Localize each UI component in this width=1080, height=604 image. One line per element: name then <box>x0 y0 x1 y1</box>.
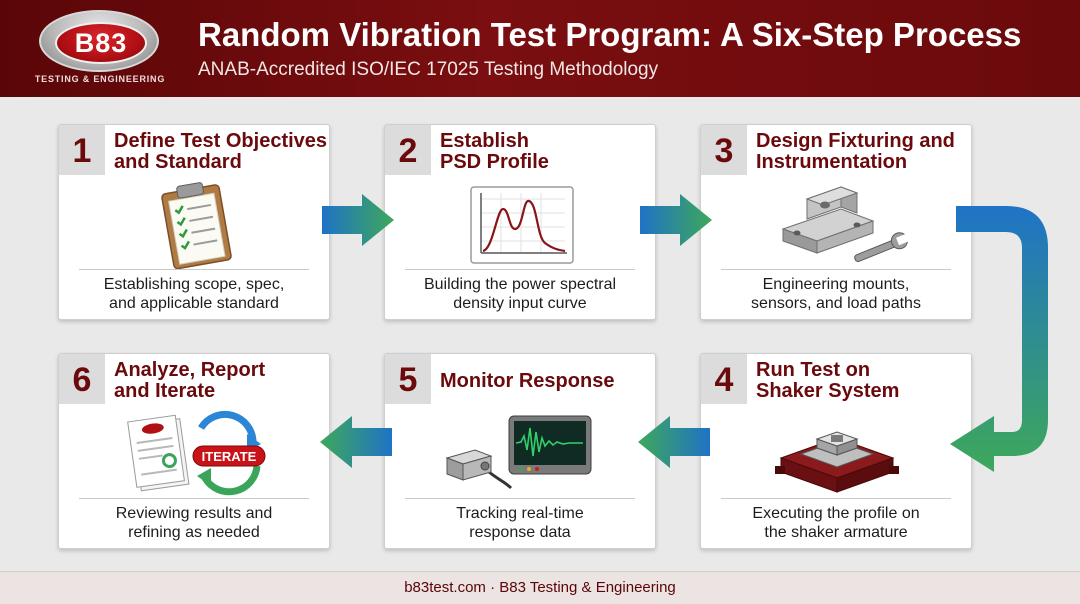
arrow-left-icon <box>320 416 392 468</box>
step-number: 1 <box>59 125 105 175</box>
logo-inner-oval: B83 <box>55 22 147 64</box>
psd-graph-icon <box>445 179 597 269</box>
step-number: 5 <box>385 354 431 404</box>
card-divider <box>79 498 309 499</box>
step-number: 6 <box>59 354 105 404</box>
step-number: 2 <box>385 125 431 175</box>
arrow-curved-down-icon <box>950 206 1048 472</box>
card-divider <box>79 269 309 270</box>
arrow-left-icon <box>638 416 710 468</box>
page-title: Random Vibration Test Program: A Six-Ste… <box>198 16 1022 53</box>
arrow-right-icon <box>322 194 394 246</box>
logo-badge: B83 <box>39 10 159 72</box>
logo-text: B83 <box>74 28 128 58</box>
clipboard-checklist-icon <box>119 179 271 270</box>
step-description: Engineering mounts,sensors, and load pat… <box>751 276 921 312</box>
accelerometer-monitor-icon <box>445 408 597 498</box>
step-title: Monitor Response <box>440 370 615 392</box>
step-number: 3 <box>701 125 747 175</box>
iterate-badge: ITERATE <box>201 449 257 464</box>
b83-logo: B83 TESTING & ENGINEERING <box>30 8 170 92</box>
fixture-wrench-icon <box>761 179 913 269</box>
report-iterate-icon: ITERATE <box>119 408 271 498</box>
header-banner: B83 TESTING & ENGINEERING Random Vibrati… <box>0 0 1080 97</box>
card-divider <box>405 269 635 270</box>
step-number: 4 <box>701 354 747 404</box>
card-divider <box>405 498 635 499</box>
step-description: Establishing scope, spec,and applicable … <box>103 276 285 312</box>
shaker-table-icon <box>761 408 913 498</box>
arrow-right-icon <box>640 194 712 246</box>
page-subtitle: ANAB-Accredited ISO/IEC 17025 Testing Me… <box>198 59 659 80</box>
footer: b83test.com · B83 Testing & Engineering <box>0 571 1080 604</box>
card-divider <box>721 269 951 270</box>
logo-subtext: TESTING & ENGINEERING <box>34 74 166 84</box>
card-divider <box>721 498 951 499</box>
